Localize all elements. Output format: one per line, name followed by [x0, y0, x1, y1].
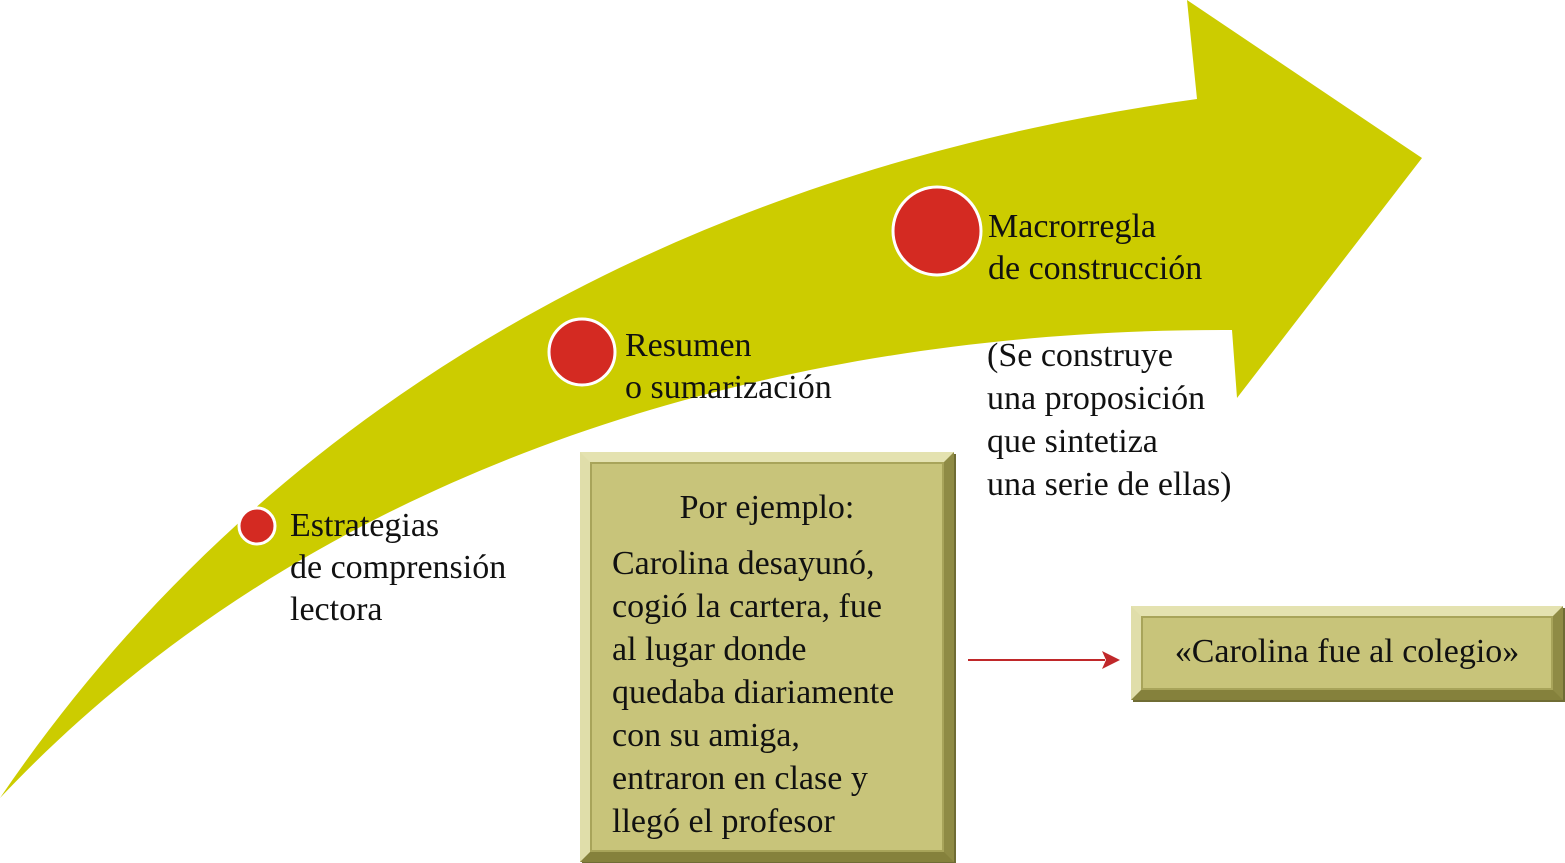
connector-arrowhead	[1102, 651, 1120, 669]
example-box: Por ejemplo: Carolina desayunó, cogió la…	[580, 452, 954, 862]
example-line-2: cogió la cartera, fue	[612, 588, 882, 625]
example-line-4: quedaba diariamente	[612, 674, 895, 711]
note-line-1: (Se construye	[987, 337, 1174, 374]
macrorule-note: (Se construye una proposición que sintet…	[987, 334, 1232, 506]
stage-3-line-2: de construcción	[988, 250, 1203, 287]
stage-label-1: Estrategias de comprensión lectora	[290, 505, 506, 631]
stage-2-line-2: o sumarización	[625, 369, 832, 406]
stage-label-3: Macrorregla de construcción	[988, 206, 1202, 290]
note-line-3: que sintetiza	[987, 423, 1158, 460]
stage-2-line-1: Resumen	[625, 327, 752, 364]
stage-dot-3	[891, 185, 983, 277]
result-box-panel: «Carolina fue al colegio»	[1141, 616, 1553, 690]
note-line-2: una proposición	[987, 380, 1206, 417]
stage-3-line-1: Macrorregla	[988, 208, 1157, 245]
result-text: «Carolina fue al colegio»	[1174, 633, 1520, 670]
example-title: Por ejemplo:	[679, 489, 855, 526]
example-line-7: llegó el profesor	[612, 803, 835, 840]
stage-dot-2	[547, 317, 617, 387]
stage-label-2: Resumen o sumarización	[625, 325, 832, 409]
example-line-5: con su amiga,	[612, 717, 800, 754]
stage-1-line-1: Estrategias	[290, 507, 440, 544]
example-line-3: al lugar donde	[612, 631, 807, 668]
stage-1-line-3: lectora	[290, 591, 383, 628]
stage-dot-1	[237, 506, 277, 546]
stage-1-line-2: de comprensión	[290, 549, 507, 586]
result-box: «Carolina fue al colegio»	[1131, 606, 1563, 700]
example-box-panel: Por ejemplo: Carolina desayunó, cogió la…	[590, 462, 944, 852]
note-line-4: una serie de ellas)	[987, 466, 1232, 503]
example-line-6: entraron en clase y	[612, 760, 868, 797]
curved-progress-arrow	[0, 0, 1422, 798]
example-body: Carolina desayunó, cogió la cartera, fue…	[612, 542, 894, 843]
example-line-1: Carolina desayunó,	[612, 545, 875, 582]
